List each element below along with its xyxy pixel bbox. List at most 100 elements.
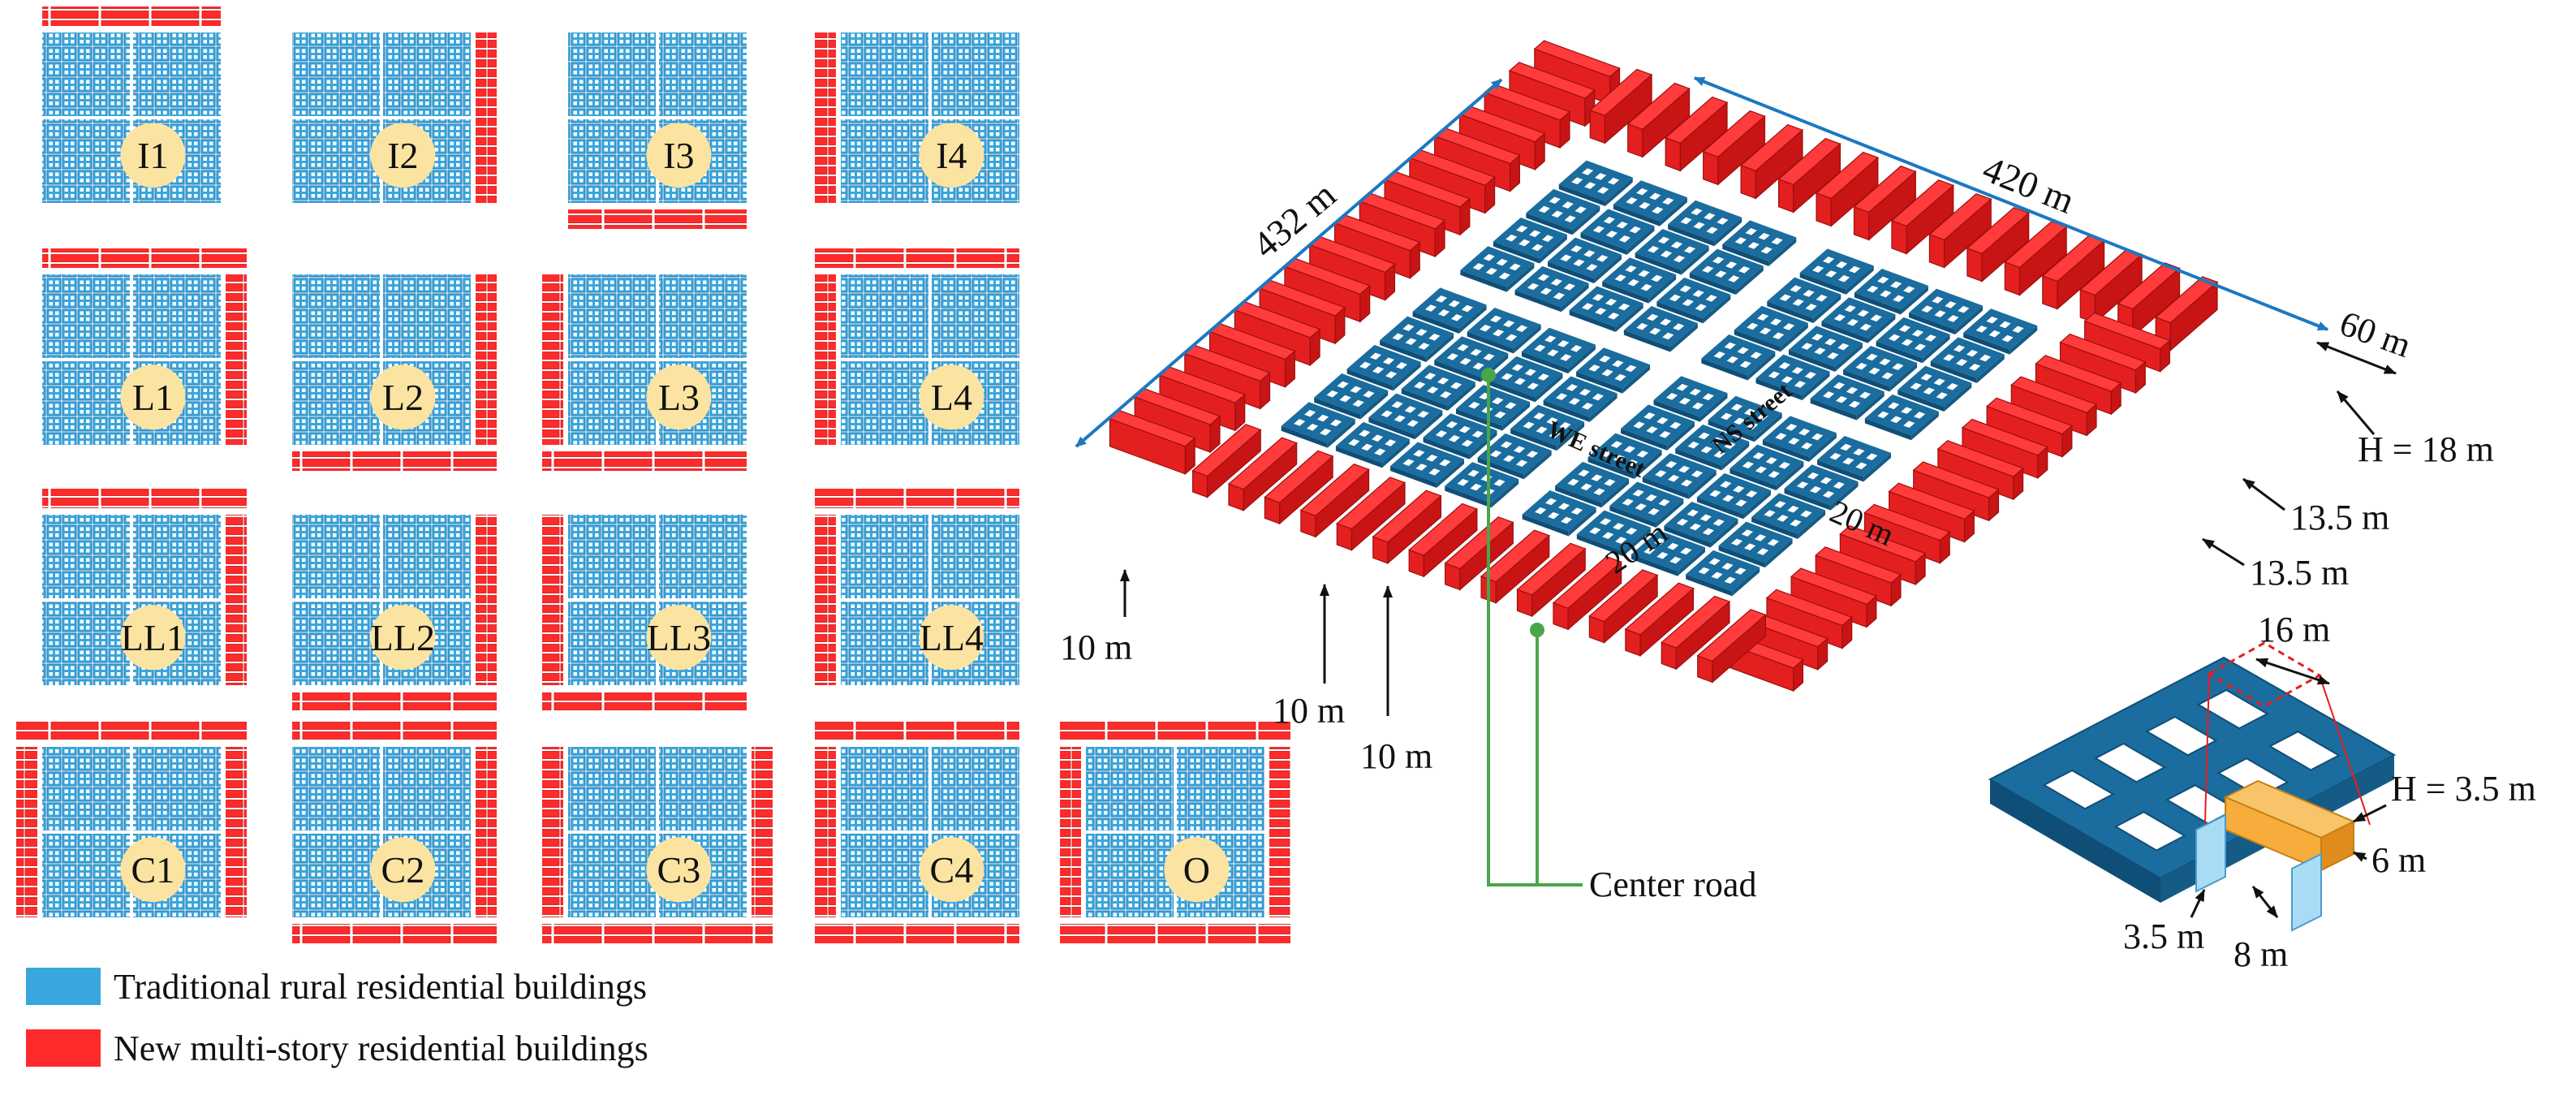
courtyard	[1618, 303, 1630, 311]
courtyard	[1892, 363, 1904, 370]
courtyard	[1639, 201, 1651, 209]
courtyard	[1682, 299, 1694, 307]
block-top	[1587, 433, 1662, 475]
courtyard	[1578, 469, 1590, 477]
courtyard	[1516, 225, 1528, 233]
courtyard	[1602, 532, 1614, 539]
courtyard	[1632, 490, 1644, 497]
courtyard	[1809, 485, 1822, 494]
block-front	[1335, 446, 1382, 468]
new-buildings-left	[815, 32, 836, 203]
new-buildings-right	[476, 32, 497, 203]
block-side	[1678, 547, 1705, 576]
detail-courtyard	[2196, 688, 2269, 730]
courtyard	[1946, 382, 1958, 390]
courtyard	[1798, 428, 1811, 436]
courtyard	[1683, 246, 1696, 253]
block-side	[1747, 351, 1776, 381]
layout-c1: C1	[16, 721, 247, 917]
courtyard	[1490, 450, 1502, 458]
layout-label-badge	[120, 123, 186, 188]
courtyard	[1549, 431, 1561, 438]
block-top	[1558, 160, 1633, 202]
courtyard	[1550, 278, 1562, 286]
courtyard	[1544, 335, 1557, 343]
courtyard	[1910, 382, 1922, 390]
courtyard	[1786, 424, 1798, 431]
multi-story-building	[2059, 333, 2147, 395]
courtyard	[1656, 551, 1669, 559]
layout-label-badge	[919, 605, 984, 671]
new-buildings-right	[1269, 747, 1290, 917]
label-gap10-b: 10 m	[1273, 691, 1345, 731]
courtyard	[1571, 177, 1583, 185]
courtyard	[1673, 323, 1685, 331]
courtyard	[1564, 215, 1576, 222]
layout-label-badge	[120, 837, 186, 903]
courtyard	[1626, 197, 1638, 205]
new-buildings-left	[16, 747, 37, 917]
dimensions: 432 m 420 m 60 m H = 18 m 13.5 m 13.5 m …	[1060, 76, 2494, 904]
legend-label-traditional: Traditional rural residential buildings	[114, 967, 647, 1007]
courtyard	[1777, 515, 1789, 522]
layout-label: C2	[381, 849, 425, 891]
courtyard	[1636, 188, 1648, 196]
block-front	[1521, 352, 1568, 374]
courtyard	[1730, 538, 1743, 546]
new-buildings-left	[542, 515, 563, 685]
courtyard	[1756, 548, 1769, 555]
label-unit6: 6 m	[2371, 840, 2426, 880]
block-front	[1569, 309, 1616, 332]
courtyard	[1796, 481, 1809, 489]
courtyard	[1678, 397, 1691, 405]
block-side	[1802, 371, 1830, 401]
courtyard	[1689, 523, 1701, 531]
block-top	[1635, 229, 1709, 270]
courtyard	[1500, 441, 1513, 449]
courtyard	[1687, 441, 1699, 449]
block-side	[1567, 344, 1596, 374]
courtyard	[1582, 168, 1594, 175]
layout-i4: I4	[815, 32, 1019, 203]
block-front	[1664, 525, 1711, 548]
courtyard	[1595, 308, 1607, 315]
layout-label: I4	[936, 135, 967, 176]
courtyard	[1652, 206, 1664, 214]
new-buildings-top	[42, 248, 247, 268]
courtyard	[1670, 241, 1683, 249]
courtyard	[1679, 285, 1691, 293]
new-buildings-bottom	[292, 924, 497, 943]
arrow-unit16	[2255, 658, 2330, 685]
courtyard	[1743, 408, 1756, 416]
new-buildings-top	[16, 721, 247, 740]
courtyard	[1669, 294, 1681, 302]
multi-story-building	[1552, 555, 1622, 631]
layout-l1: L1	[42, 248, 247, 445]
courtyard	[1649, 327, 1661, 335]
courtyard	[1756, 413, 1769, 421]
courtyard	[1551, 210, 1563, 218]
courtyard	[1879, 358, 1891, 366]
courtyard	[1616, 221, 1628, 229]
courtyard	[1750, 352, 1762, 359]
courtyard	[1820, 477, 1832, 485]
courtyard	[1667, 542, 1679, 550]
label-gap10-a: 10 m	[1060, 628, 1132, 667]
courtyard	[1526, 451, 1539, 458]
courtyard	[1724, 576, 1736, 585]
street-we	[292, 116, 471, 119]
courtyard	[1613, 523, 1625, 530]
arrow-unit35	[2190, 889, 2206, 918]
courtyard	[1503, 455, 1515, 463]
block-side	[1589, 393, 1618, 422]
block-side	[1808, 433, 1837, 462]
block-front	[1576, 371, 1623, 394]
block-front	[1543, 399, 1590, 422]
courtyard	[1524, 369, 1536, 376]
courtyard	[1768, 371, 1781, 379]
multi-story-building	[1588, 569, 1659, 644]
street-we	[841, 358, 1019, 361]
courtyard	[1877, 411, 1889, 419]
label-unit8: 8 m	[2234, 934, 2288, 974]
courtyard	[1570, 245, 1583, 252]
